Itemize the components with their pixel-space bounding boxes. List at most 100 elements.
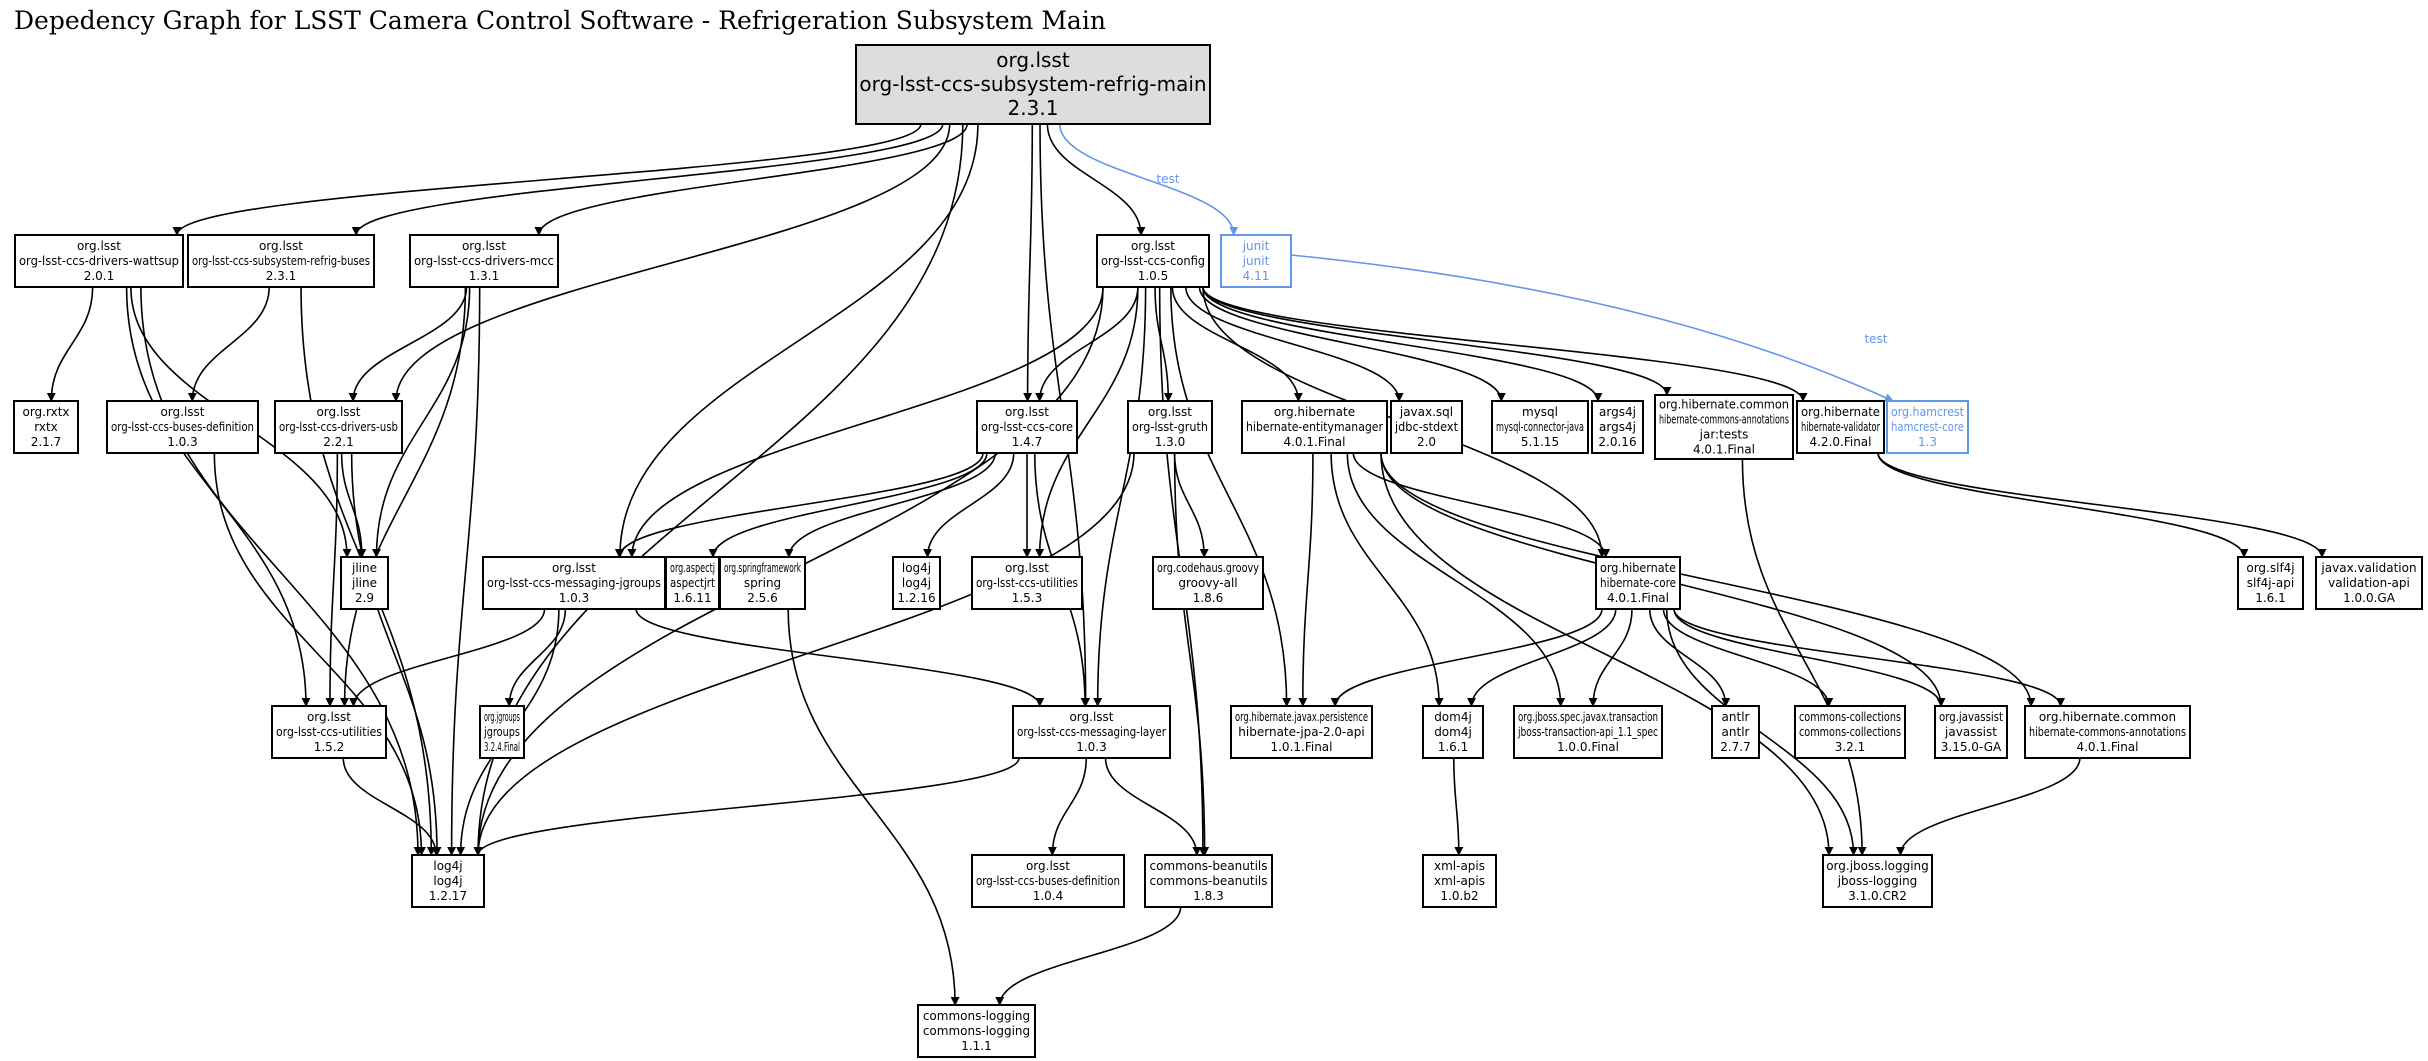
- dependency-edge: [340, 452, 367, 558]
- node-artifact: org-lsst-ccs-messaging-jgroups: [487, 576, 661, 590]
- dependency-edge: [787, 608, 960, 1006]
- node-box: [1491, 400, 1589, 454]
- dependency-edge: [1330, 608, 1603, 707]
- graph-node: org.jboss.spec.javax.transactionjboss-tr…: [1513, 705, 1663, 759]
- node-version: 2.2.1: [323, 435, 354, 449]
- dependency-edge: [1741, 458, 1867, 856]
- dependency-edge: [923, 452, 1015, 558]
- dependency-edge: [1346, 452, 1566, 707]
- dependency-edge: [1290, 254, 1894, 402]
- dependency-edge: [708, 452, 988, 558]
- node-version: 1.3.1: [469, 269, 500, 283]
- dependency-edge: [349, 608, 546, 707]
- node-box: [479, 705, 525, 759]
- graph-node: org.hibernate.javax.persistencehibernate…: [1230, 705, 1373, 759]
- node-artifact: org-lsst-ccs-subsystem-refrig-buses: [192, 254, 370, 268]
- dependency-edge: [351, 123, 944, 236]
- dependency-edge: [1035, 286, 1139, 402]
- node-version: 4.0.1.Final: [1283, 435, 1345, 449]
- graph-node: org.lsstorg-lsst-ccs-messaging-layer1.0.…: [1012, 705, 1171, 759]
- node-artifact: hibernate-commons-annotations: [2029, 725, 2186, 739]
- node-artifact: spring: [744, 576, 781, 590]
- node-artifact: jgroups: [483, 725, 520, 739]
- node-version: 1.0.4: [1033, 889, 1064, 903]
- node-box: [1230, 705, 1373, 759]
- node-box: [1152, 556, 1264, 610]
- graph-node: commons-collectionscommons-collections3.…: [1794, 705, 1906, 759]
- dependency-edge: [473, 757, 1020, 856]
- node-group: commons-logging: [923, 1009, 1030, 1023]
- dependency-edge: [1452, 757, 1464, 856]
- node-group: org.lsst: [259, 239, 303, 253]
- dependency-edge: [172, 123, 922, 236]
- node-box: [1796, 400, 1885, 454]
- graph-node: org.lsstorg-lsst-ccs-buses-definition1.0…: [971, 854, 1125, 908]
- dependency-edge: [371, 286, 471, 558]
- node-artifact: jline: [351, 576, 377, 590]
- node-version: 2.3.1: [266, 269, 297, 283]
- dependency-edge: [1023, 123, 1034, 402]
- node-group: org.lsst: [1005, 561, 1049, 575]
- node-group: org.lsst: [1026, 859, 1070, 873]
- node-box: [106, 400, 259, 454]
- node-group: commons-beanutils: [1149, 859, 1267, 873]
- dependency-edge: [1170, 286, 1292, 707]
- edge-scope-label: test: [1864, 332, 1887, 346]
- node-box: [14, 234, 184, 288]
- node-box: [2315, 556, 2423, 610]
- node-group: org.lsst: [1131, 239, 1175, 253]
- node-group: org.jgroups: [484, 710, 520, 724]
- graph-title: Depedency Graph for LSST Camera Control …: [14, 6, 1106, 35]
- node-box: [411, 854, 485, 908]
- node-version: 1.0.0.GA: [2343, 591, 2396, 605]
- node-artifact: validation-api: [2328, 576, 2410, 590]
- node-version: 2.0.16: [1598, 435, 1636, 449]
- node-box: [719, 556, 806, 610]
- dependency-edge: [1877, 452, 2249, 558]
- node-group: jline: [351, 561, 377, 575]
- dependency-edge: [1467, 608, 1617, 707]
- dependency-edge: [1380, 452, 2036, 707]
- node-artifact: xml-apis: [1434, 874, 1485, 888]
- node-artifact: rxtx: [34, 420, 58, 434]
- node-box: [1422, 854, 1497, 908]
- dependency-edge: [342, 757, 441, 856]
- node-version: 3.2.1: [1835, 740, 1866, 754]
- node-box: [1654, 394, 1794, 460]
- node-artifact: jboss-transaction-api_1.1_spec: [1517, 725, 1658, 739]
- dependency-edge: [1154, 286, 1173, 402]
- graph-node: org.lsstorg-lsst-ccs-buses-definition1.0…: [106, 400, 259, 454]
- node-box: [274, 400, 403, 454]
- dependency-edge: [1058, 123, 1239, 236]
- dependency-edge: [1665, 608, 1859, 856]
- node-box: [1220, 234, 1292, 288]
- node-artifact: log4j: [433, 874, 462, 888]
- node-box: [1513, 705, 1663, 759]
- node-group: org.hibernate: [1801, 405, 1880, 419]
- graph-node: org.lsstorg-lsst-ccs-drivers-wattsup2.0.…: [14, 234, 184, 288]
- node-group: org.hamcrest: [1891, 405, 1964, 419]
- node-box: [271, 705, 387, 759]
- node-version: 3.2.4.Final: [484, 740, 520, 754]
- node-box: [1794, 705, 1906, 759]
- node-box: [971, 556, 1083, 610]
- node-group: org.javassist: [1939, 710, 2003, 724]
- dependency-edge: [140, 286, 423, 856]
- node-version: 1.8.3: [1193, 889, 1224, 903]
- node-box: [1591, 400, 1644, 454]
- node-box: [892, 556, 941, 610]
- node-box: [855, 44, 1211, 125]
- edge-scope-label: test: [1156, 172, 1179, 186]
- node-version: 4.0.1.Final: [1607, 591, 1669, 605]
- node-artifact: junit: [1242, 254, 1270, 268]
- node-artifact: org-lsst-ccs-messaging-layer: [1017, 725, 1166, 739]
- node-group: junit: [1242, 239, 1270, 253]
- node-version: 1.6.11: [673, 591, 711, 605]
- node-box: [2237, 556, 2304, 610]
